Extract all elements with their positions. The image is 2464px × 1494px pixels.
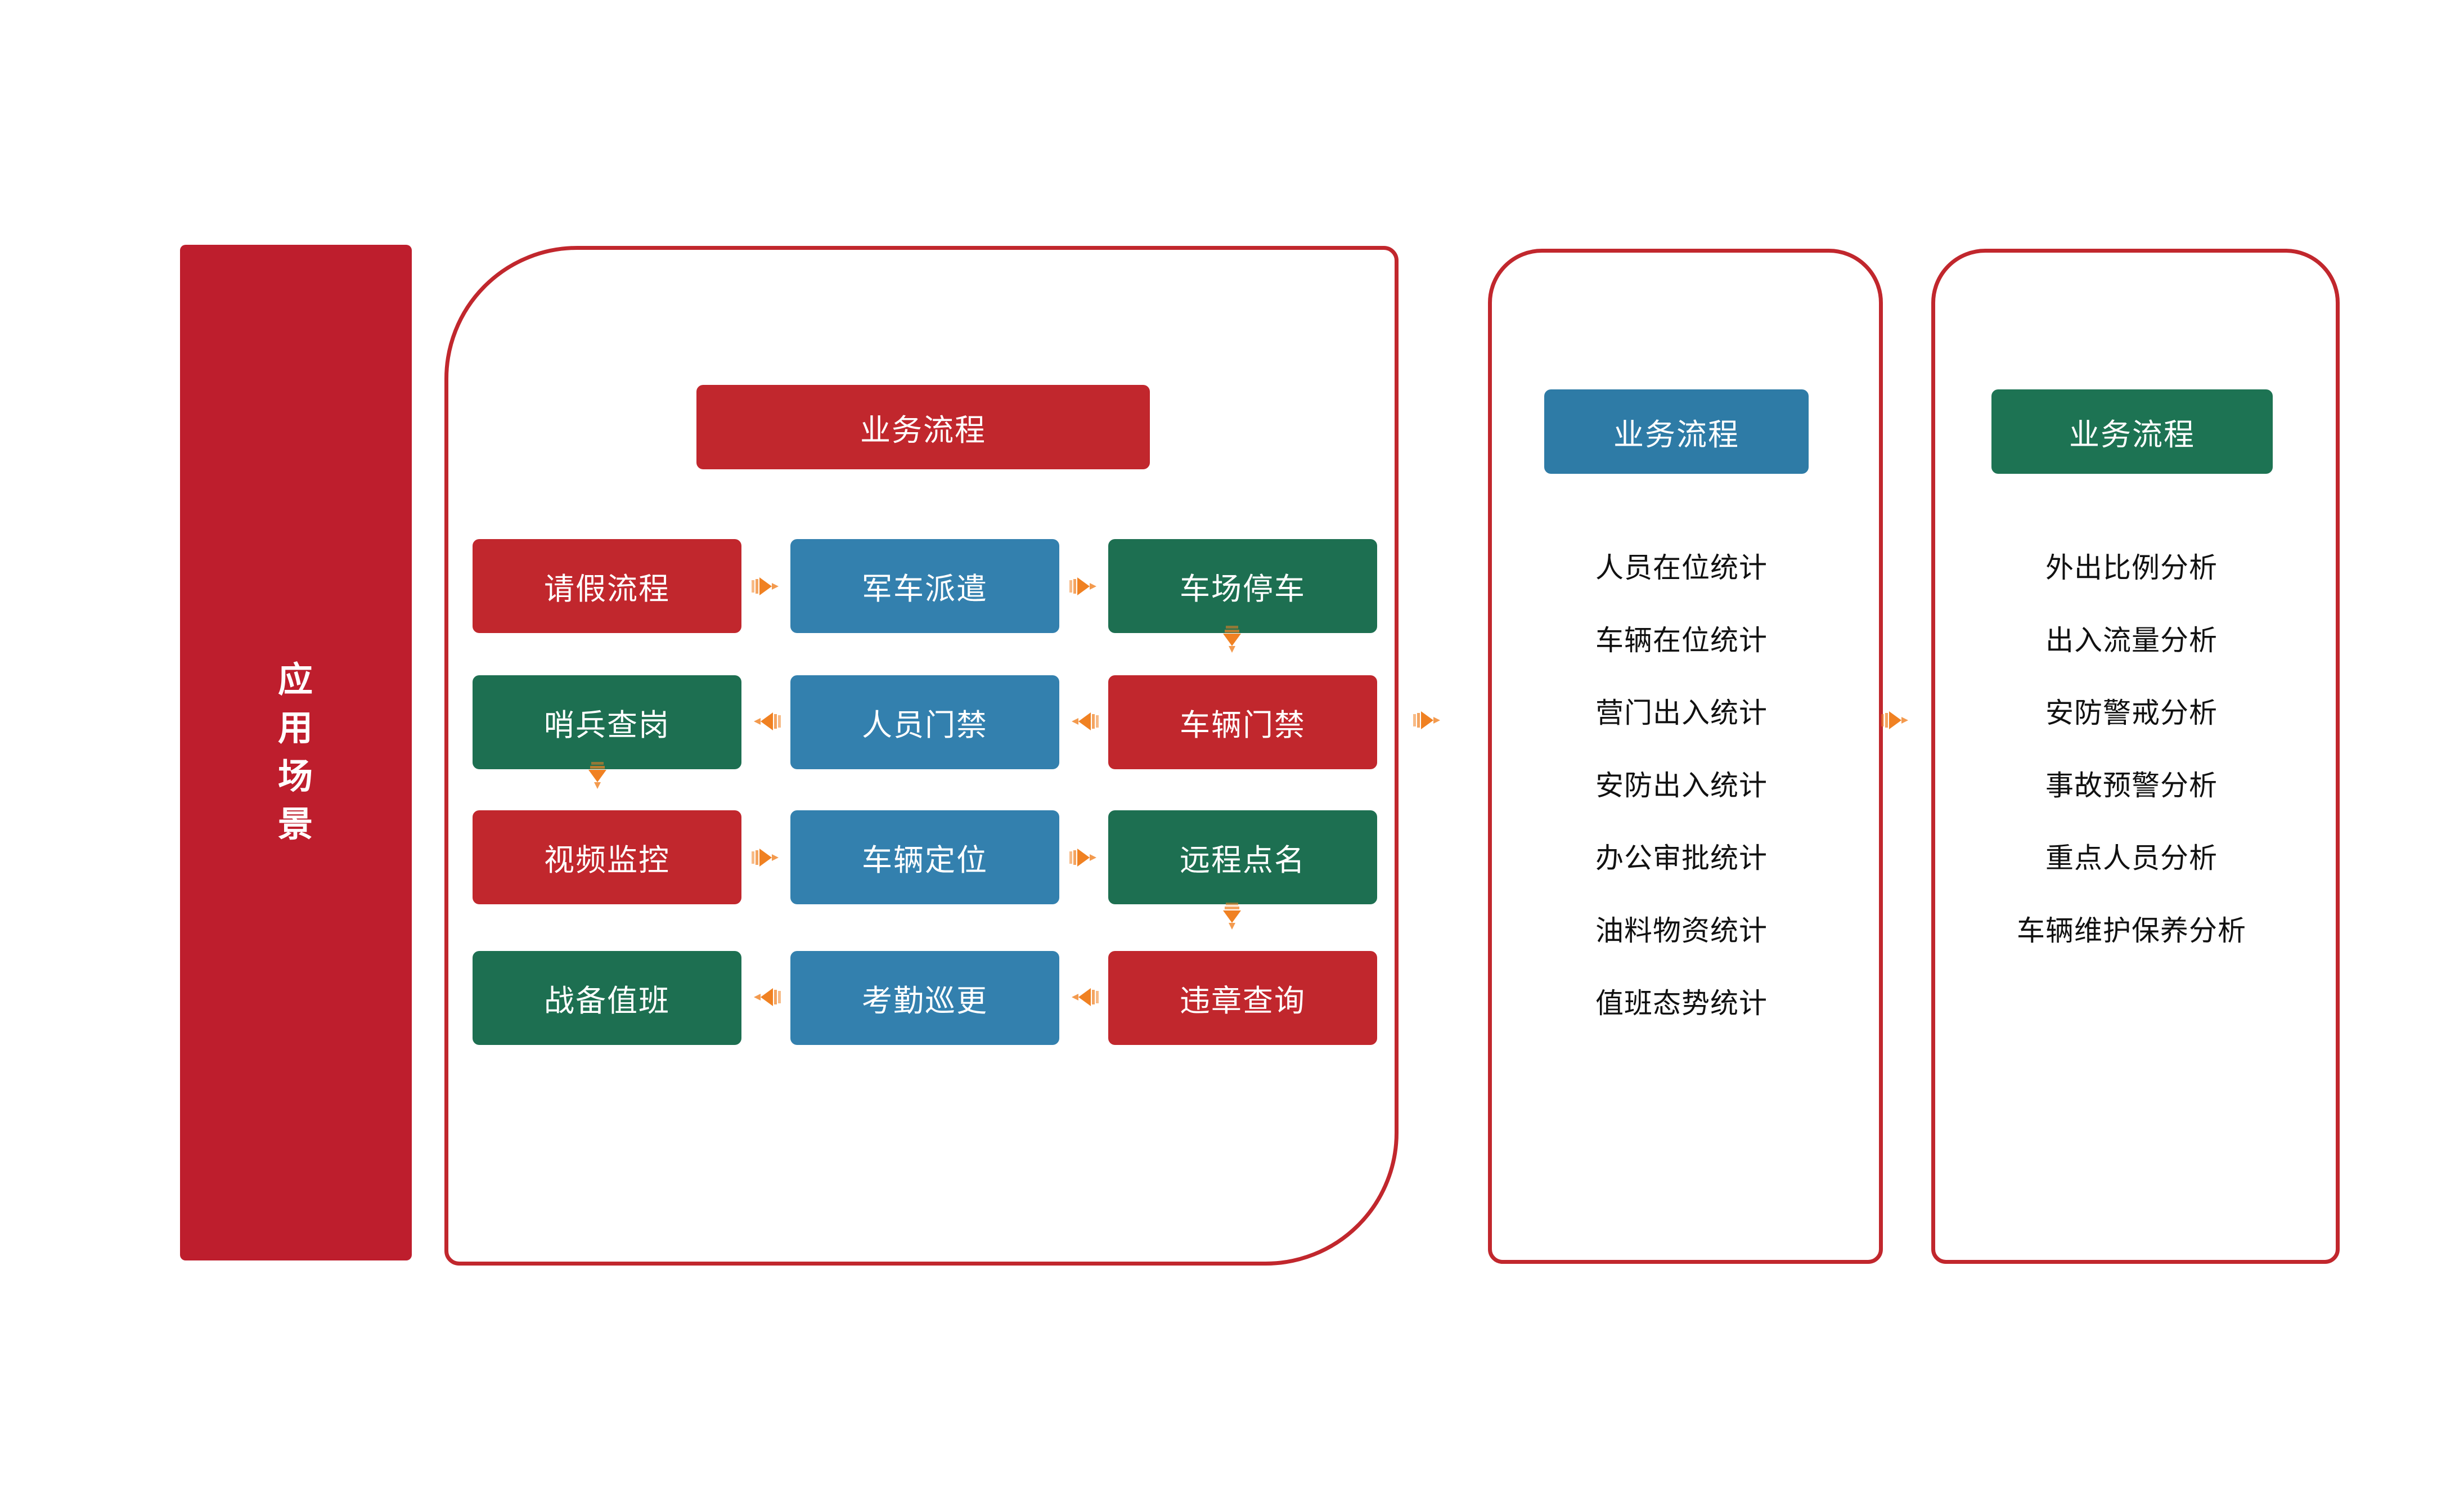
flow-cell-leave-process[interactable]: 请假流程 — [473, 539, 741, 633]
list-item[interactable]: 安防出入统计 — [1595, 770, 1768, 801]
arrow-right-icon — [1067, 841, 1101, 874]
application-scenario-rail: 应用场景 — [180, 245, 412, 1260]
application-scenario-label: 应用场景 — [277, 661, 314, 845]
list-item[interactable]: 办公审批统计 — [1595, 842, 1768, 874]
arrow-left-icon — [749, 980, 783, 1014]
arrow-right-icon — [1411, 703, 1445, 737]
list-item[interactable]: 营门出入统计 — [1595, 697, 1768, 729]
arrow-right-icon — [749, 569, 783, 603]
arrow-right-icon — [749, 841, 783, 874]
analysis-list: 外出比例分析 出入流量分析 安防警戒分析 事故预警分析 重点人员分析 车辆维护保… — [1931, 532, 2332, 967]
arrow-right-icon — [1067, 569, 1101, 603]
business-flow-panel — [444, 246, 1399, 1266]
flow-cell-sentry-post-check[interactable]: 哨兵查岗 — [473, 675, 741, 769]
list-item[interactable]: 外出比例分析 — [2045, 552, 2218, 584]
flow-cell-personnel-access-control[interactable]: 人员门禁 — [790, 675, 1059, 769]
flow-cell-violation-query[interactable]: 违章查询 — [1108, 951, 1377, 1045]
list-item[interactable]: 出入流量分析 — [2045, 625, 2218, 656]
list-item[interactable]: 人员在位统计 — [1595, 552, 1768, 584]
flow-cell-parking-lot[interactable]: 车场停车 — [1108, 539, 1377, 633]
list-item[interactable]: 事故预警分析 — [2045, 770, 2218, 801]
list-item[interactable]: 油料物资统计 — [1595, 915, 1768, 946]
flow-cell-military-vehicle-dispatch[interactable]: 军车派遣 — [790, 539, 1059, 633]
list-item[interactable]: 安防警戒分析 — [2045, 697, 2218, 729]
flow-cell-vehicle-positioning[interactable]: 车辆定位 — [790, 810, 1059, 904]
statistics-header: 业务流程 — [1544, 389, 1809, 474]
statistics-panel — [1488, 249, 1883, 1264]
flow-cell-combat-readiness-duty[interactable]: 战备值班 — [473, 951, 741, 1045]
analysis-panel — [1931, 249, 2340, 1264]
analysis-header: 业务流程 — [1991, 389, 2273, 474]
flow-cell-remote-roll-call[interactable]: 远程点名 — [1108, 810, 1377, 904]
arrow-down-icon — [1215, 623, 1249, 657]
statistics-list: 人员在位统计 车辆在位统计 营门出入统计 安防出入统计 办公审批统计 油料物资统… — [1488, 532, 1875, 1040]
arrow-left-icon — [1067, 705, 1101, 738]
arrow-left-icon — [1067, 980, 1101, 1014]
flow-cell-video-surveillance[interactable]: 视频监控 — [473, 810, 741, 904]
arrow-left-icon — [749, 705, 783, 738]
arrow-down-icon — [1215, 900, 1249, 934]
business-flow-header: 业务流程 — [696, 385, 1150, 469]
list-item[interactable]: 值班态势统计 — [1595, 988, 1768, 1019]
arrow-down-icon — [581, 760, 614, 793]
flow-cell-attendance-patrol[interactable]: 考勤巡更 — [790, 951, 1059, 1045]
arrow-right-icon — [1879, 703, 1913, 737]
list-item[interactable]: 重点人员分析 — [2045, 842, 2218, 874]
list-item[interactable]: 车辆维护保养分析 — [2017, 915, 2246, 946]
list-item[interactable]: 车辆在位统计 — [1595, 625, 1768, 656]
flow-cell-vehicle-access-control[interactable]: 车辆门禁 — [1108, 675, 1377, 769]
